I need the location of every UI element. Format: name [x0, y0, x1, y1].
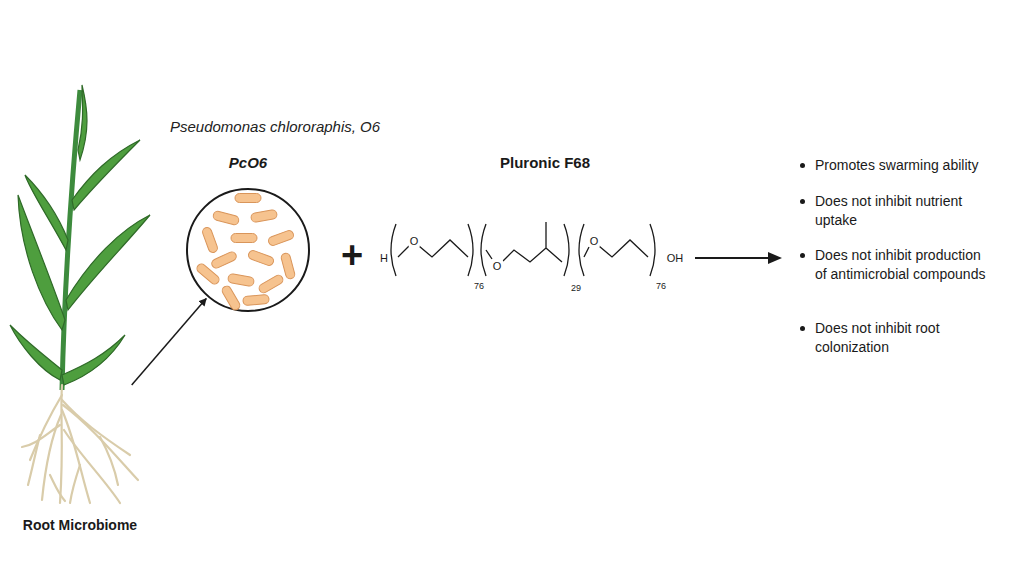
subscript-number: 29 [571, 283, 581, 293]
result-arrow [695, 252, 782, 264]
bacterium-cell [212, 210, 239, 225]
plant-leaves [10, 85, 150, 390]
root-strand [22, 425, 60, 447]
bacterium-cell [231, 234, 257, 243]
subscript-number: 76 [474, 281, 484, 291]
bacteria-circle: PcO6 [186, 188, 310, 312]
chemical-structure [391, 222, 655, 276]
bacterium-cell [267, 229, 295, 246]
root-strand [42, 415, 61, 500]
circle-border [187, 189, 309, 311]
bullet-item: Does not inhibit nutrient uptake [815, 192, 987, 230]
bullet-item: Does not inhibit root colonization [815, 319, 987, 357]
atom-label: O [589, 235, 600, 247]
root-strand [28, 435, 40, 485]
connector-arrow [132, 298, 207, 385]
root-microbiome: Root Microbiome [20, 385, 140, 505]
bacterium-cell [257, 274, 284, 295]
root-strand [64, 430, 120, 503]
organism-name: Pseudomonas chlororaphis, O6 [170, 118, 380, 135]
node-heading: PcO6 [229, 154, 267, 171]
bacterium-cell [201, 226, 218, 254]
bacterium-cell [210, 250, 237, 269]
compound-name: Pluronic F68 [500, 154, 590, 171]
root-strand [100, 437, 118, 485]
root-strand [70, 465, 80, 503]
bacterium-cell [235, 194, 261, 203]
bacterium-cell [243, 294, 270, 305]
node-caption: Root Microbiome [23, 517, 137, 533]
roots-drawing [20, 385, 140, 505]
subscript-number: 76 [656, 281, 666, 291]
root-strand [62, 400, 130, 455]
bacterium-cell [247, 249, 275, 266]
root-strand [50, 475, 65, 501]
atom-label: O [492, 260, 503, 272]
atom-label: O [409, 235, 420, 247]
bacterium-cell [250, 209, 277, 222]
bacterium-cell [280, 252, 295, 279]
bacterium-cell [195, 262, 221, 286]
circle-outline [186, 188, 310, 312]
bullet-item: Promotes swarming ability [815, 156, 987, 175]
root-strand [63, 405, 138, 480]
bacterium-cell [227, 273, 254, 286]
root-strand [60, 385, 62, 503]
bullet-item: Does not inhibit production of antimicro… [815, 246, 987, 284]
bacterium-cell [221, 284, 242, 311]
atom-label: OH [666, 252, 685, 264]
atom-label: H [379, 252, 389, 264]
plus-sign: + [341, 234, 363, 277]
